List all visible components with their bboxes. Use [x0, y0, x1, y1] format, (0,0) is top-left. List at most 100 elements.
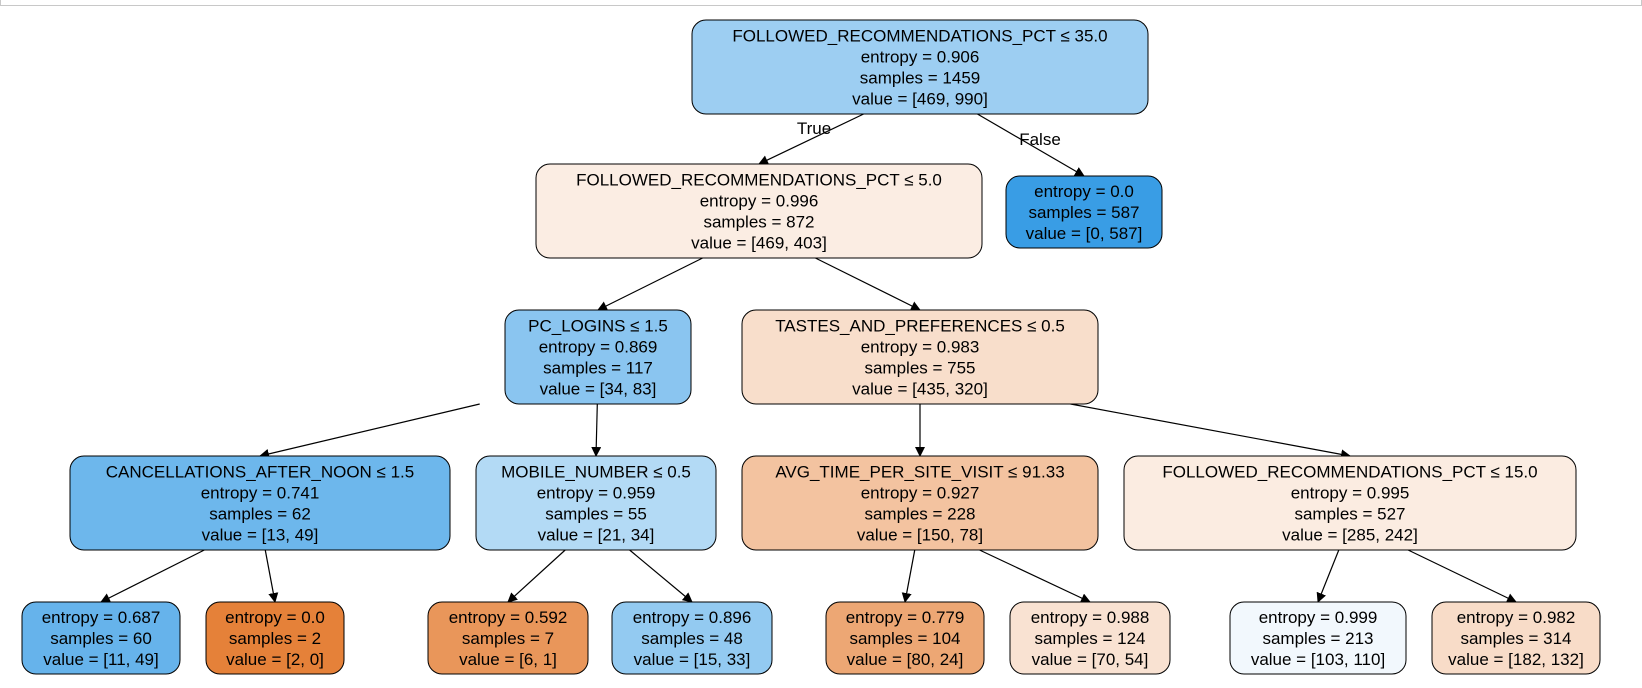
node-text-line: value = [182, 132] [1448, 650, 1584, 669]
node-text-line: entropy = 0.982 [1457, 608, 1576, 627]
node-text-line: value = [285, 242] [1282, 526, 1418, 545]
node-text-line: samples = 587 [1028, 203, 1139, 222]
node-text-line: value = [80, 24] [847, 650, 964, 669]
node-text-line: samples = 213 [1262, 629, 1373, 648]
edge-n3-n6 [591, 403, 602, 457]
tree-node-n0: FOLLOWED_RECOMMENDATIONS_PCT ≤ 35.0 entro… [691, 19, 1149, 115]
edges [100, 113, 1517, 603]
node-text-line: entropy = 0.996 [700, 192, 819, 211]
node-text-line: samples = 104 [849, 629, 960, 648]
edge-n0-n2 [977, 113, 1085, 177]
node-box [1431, 601, 1601, 675]
node-text-line: samples = 314 [1460, 629, 1571, 648]
node-text-line: FOLLOWED_RECOMMENDATIONS_PCT ≤ 15.0 [1162, 463, 1537, 482]
node-text-line: value = [150, 78] [857, 526, 983, 545]
node-box [691, 19, 1149, 115]
nodes: FOLLOWED_RECOMMENDATIONS_PCT ≤ 35.0 entro… [21, 19, 1601, 675]
edge-n6-n11 [507, 549, 566, 603]
node-text-line: value = [2, 0] [226, 650, 324, 669]
node-text-line: entropy = 0.906 [861, 48, 980, 67]
node-box [475, 455, 717, 551]
node-text-line: value = [435, 320] [852, 380, 988, 399]
edge-n4-n8 [1070, 403, 1351, 460]
node-text-line: value = [21, 34] [538, 526, 655, 545]
node-box [1009, 601, 1171, 675]
node-text-line: value = [103, 110] [1251, 650, 1385, 669]
tree-node-n16: entropy = 0.982 samples = 314 value = [182… [1431, 601, 1601, 675]
node-text-line: TASTES_AND_PREFERENCES ≤ 0.5 [775, 317, 1065, 336]
node-text-line: samples = 55 [545, 505, 647, 524]
tree-node-n8: FOLLOWED_RECOMMENDATIONS_PCT ≤ 15.0 entro… [1123, 455, 1577, 551]
node-text-line: samples = 7 [462, 629, 554, 648]
node-text-line: entropy = 0.995 [1291, 484, 1410, 503]
node-box [69, 455, 451, 551]
node-text-line: value = [469, 403] [691, 234, 827, 253]
tree-node-n12: entropy = 0.896 samples = 48 value = [15, … [611, 601, 773, 675]
node-text-line: value = [469, 990] [852, 90, 988, 109]
node-box [427, 601, 589, 675]
true-edge-label: True [797, 119, 831, 138]
tree-node-n7: AVG_TIME_PER_SITE_VISIT ≤ 91.33 entropy =… [741, 455, 1099, 551]
node-text-line: samples = 60 [50, 629, 152, 648]
node-text-line: entropy = 0.687 [42, 608, 161, 627]
tree-node-n9: entropy = 0.687 samples = 60 value = [11, … [21, 601, 181, 675]
node-text-line: value = [6, 1] [459, 650, 557, 669]
node-text-line: samples = 872 [703, 213, 814, 232]
node-text-line: value = [70, 54] [1032, 650, 1149, 669]
node-box [1229, 601, 1407, 675]
node-text-line: entropy = 0.869 [539, 338, 658, 357]
node-box [611, 601, 773, 675]
false-edge-label: False [1019, 130, 1061, 149]
edge-n7-n14 [979, 549, 1091, 603]
node-box [741, 455, 1099, 551]
node-text-line: value = [11, 49] [43, 650, 158, 669]
node-box [21, 601, 181, 675]
node-box [741, 309, 1099, 405]
node-box [535, 163, 983, 259]
edge-n0-n1 [758, 113, 864, 165]
node-text-line: entropy = 0.999 [1259, 608, 1378, 627]
node-text-line: entropy = 0.959 [537, 484, 656, 503]
node-text-line: entropy = 0.988 [1031, 608, 1150, 627]
edge-n5-n10 [264, 549, 279, 603]
node-text-line: samples = 228 [864, 505, 975, 524]
node-text-line: AVG_TIME_PER_SITE_VISIT ≤ 91.33 [775, 463, 1064, 482]
node-text-line: CANCELLATIONS_AFTER_NOON ≤ 1.5 [106, 463, 414, 482]
node-text-line: entropy = 0.896 [633, 608, 752, 627]
node-text-line: FOLLOWED_RECOMMENDATIONS_PCT ≤ 35.0 [732, 27, 1107, 46]
tree-node-n3: PC_LOGINS ≤ 1.5 entropy = 0.869 samples = … [504, 309, 692, 405]
tree-node-n5: CANCELLATIONS_AFTER_NOON ≤ 1.5 entropy = … [69, 455, 451, 551]
node-text-line: entropy = 0.741 [201, 484, 320, 503]
node-text-line: samples = 1459 [860, 69, 981, 88]
node-text-line: entropy = 0.927 [861, 484, 980, 503]
node-box [1005, 175, 1163, 249]
node-text-line: entropy = 0.592 [449, 608, 568, 627]
tree-node-n15: entropy = 0.999 samples = 213 value = [103… [1229, 601, 1407, 675]
node-text-line: MOBILE_NUMBER ≤ 0.5 [501, 463, 691, 482]
tree-node-n6: MOBILE_NUMBER ≤ 0.5 entropy = 0.959 sample… [475, 455, 717, 551]
node-text-line: samples = 117 [543, 359, 653, 378]
edge-n5-n9 [100, 549, 205, 603]
node-text-line: samples = 48 [641, 629, 743, 648]
node-text-line: value = [0, 587] [1026, 224, 1143, 243]
node-text-line: value = [15, 33] [634, 650, 751, 669]
node-box [825, 601, 985, 675]
tree-node-n1: FOLLOWED_RECOMMENDATIONS_PCT ≤ 5.0entrop… [535, 163, 983, 259]
node-text-line: samples = 2 [229, 629, 321, 648]
node-text-line: samples = 62 [209, 505, 311, 524]
node-text-line: samples = 755 [864, 359, 975, 378]
edge-n6-n12 [629, 549, 693, 603]
node-text-line: samples = 527 [1294, 505, 1405, 524]
edge-n1-n4 [815, 257, 921, 311]
node-text-line: PC_LOGINS ≤ 1.5 [528, 317, 668, 336]
node-box [1123, 455, 1577, 551]
node-text-line: entropy = 0.779 [846, 608, 965, 627]
edge-n7-n13 [901, 549, 916, 603]
node-text-line: value = [34, 83] [540, 380, 657, 399]
node-box [205, 601, 345, 675]
